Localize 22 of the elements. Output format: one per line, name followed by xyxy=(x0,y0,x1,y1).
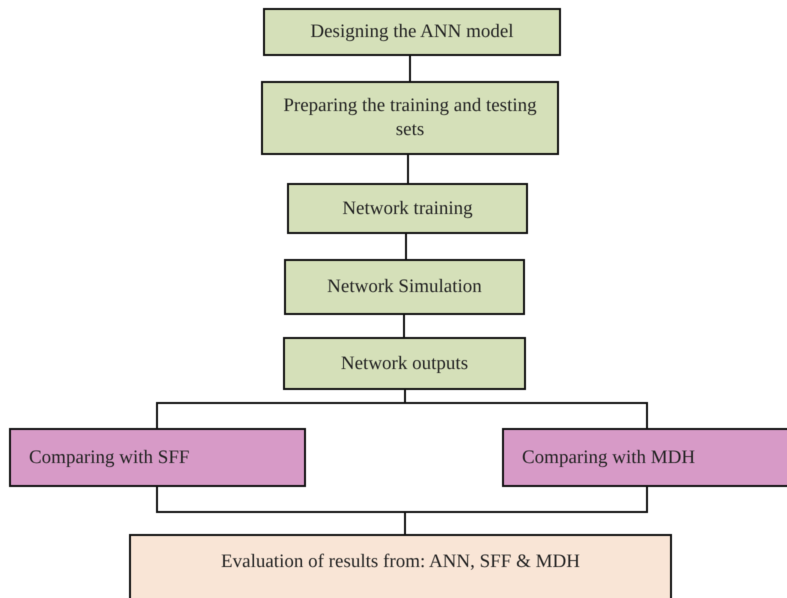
box-label: Network Simulation xyxy=(327,275,482,299)
box-label: Designing the ANN model xyxy=(310,20,514,44)
process-box xyxy=(261,81,559,155)
box-label: Comparing with SFF xyxy=(29,446,190,470)
box-label: Evaluation of results from: ANN, SFF & MDH xyxy=(221,550,580,574)
process-box xyxy=(129,534,672,598)
connector-line xyxy=(403,315,405,337)
process-box xyxy=(9,428,306,487)
box-label: Network training xyxy=(342,196,473,220)
connector-line xyxy=(404,390,648,428)
connector-line xyxy=(405,234,407,259)
connector-line xyxy=(404,487,648,534)
process-box xyxy=(287,183,528,234)
box-label: Preparing the training and testing sets xyxy=(282,94,538,142)
process-box xyxy=(263,8,561,56)
connector-line xyxy=(409,56,411,81)
process-box xyxy=(283,337,526,390)
process-box xyxy=(502,428,787,487)
process-box xyxy=(284,259,525,315)
box-label: Network outputs xyxy=(340,352,468,376)
box-label: Comparing with MDH xyxy=(522,446,696,470)
connector-line xyxy=(407,155,409,183)
